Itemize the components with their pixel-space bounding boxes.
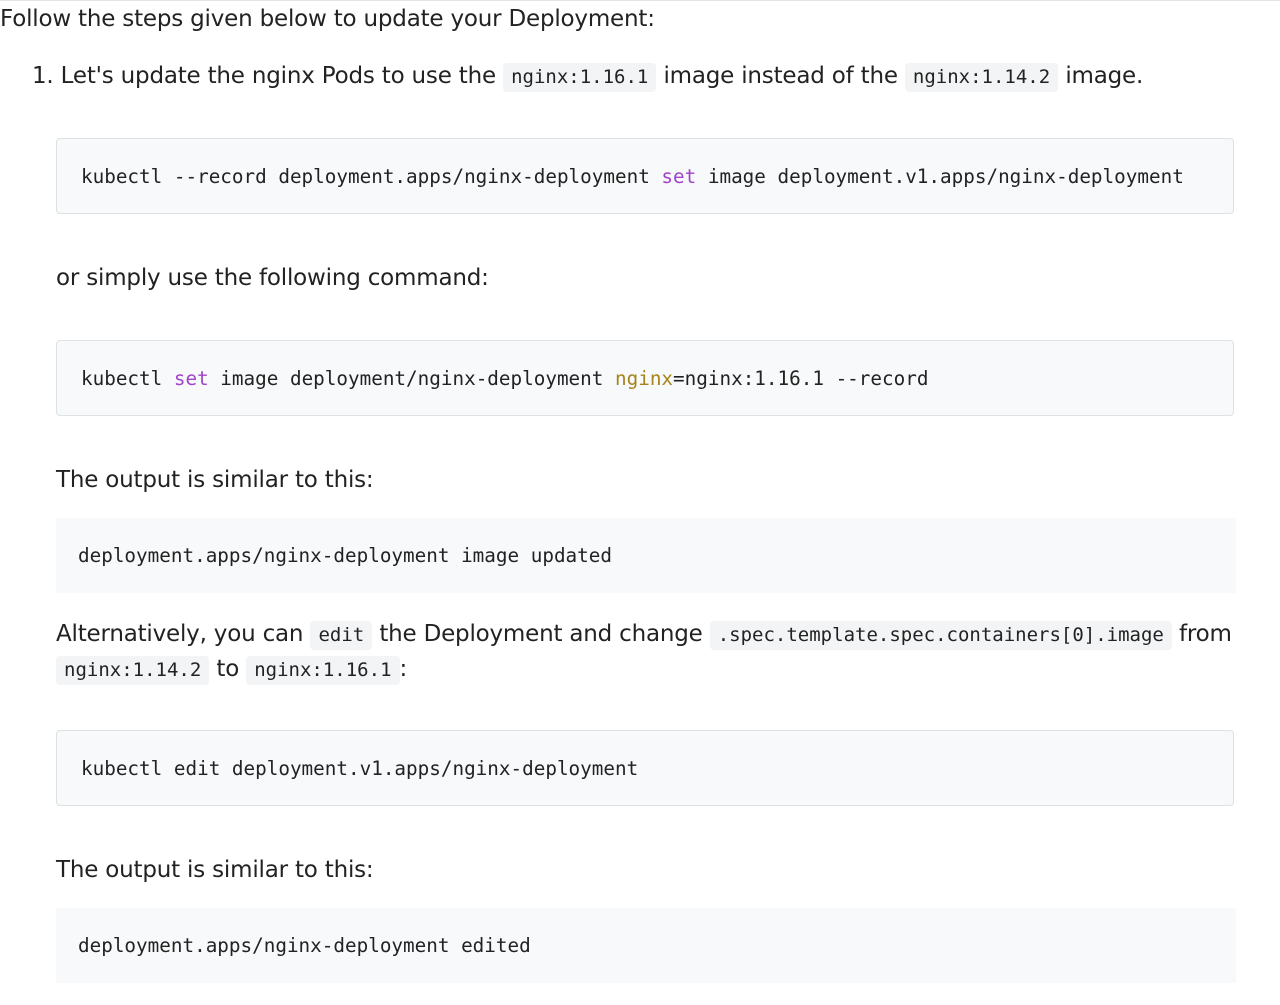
or-simply-text: or simply use the following command: [56, 265, 489, 291]
code-block-record-set-image: kubectl --record deployment.apps/nginx-d… [56, 138, 1234, 214]
step-number: 1. [32, 63, 54, 89]
code-text: kubectl [81, 366, 174, 390]
output-label-2: The output is similar to this: [56, 857, 374, 883]
code-block-set-image: kubectl set image deployment/nginx-deplo… [56, 340, 1234, 416]
alt-text-b: the Deployment and change [379, 621, 703, 647]
step-1-text-c: image. [1065, 63, 1144, 89]
output-line: deployment.apps/nginx-deployment edited [78, 908, 531, 983]
code-text: image deployment.v1.apps/nginx-deploymen… [696, 164, 1184, 188]
code-line: kubectl edit deployment.v1.apps/nginx-de… [81, 731, 638, 805]
code-keyword-set: set [661, 164, 697, 188]
code-text: kubectl edit deployment.v1.apps/nginx-de… [81, 756, 639, 780]
output-block-edited: deployment.apps/nginx-deployment edited [56, 908, 1236, 983]
inline-code-nginx-1-16-1: nginx:1.16.1 [503, 63, 657, 92]
code-text: image deployment/nginx-deployment [208, 366, 615, 390]
code-text: kubectl --record deployment.apps/nginx-d… [81, 164, 662, 188]
step-1-item: 1. Let's update the nginx Pods to use th… [32, 62, 1144, 92]
alt-text-a: Alternatively, you can [56, 621, 304, 647]
inline-code-spec-path: .spec.template.spec.containers[0].image [709, 621, 1172, 650]
intro-label: Follow the steps given below to update y… [0, 6, 655, 32]
output-block-image-updated: deployment.apps/nginx-deployment image u… [56, 518, 1236, 593]
step-1-text-b: image instead of the [663, 63, 898, 89]
inline-code-edit: edit [310, 621, 373, 650]
code-block-kubectl-edit: kubectl edit deployment.v1.apps/nginx-de… [56, 730, 1234, 806]
code-keyword-set: set [173, 366, 209, 390]
code-text: =nginx:1.16.1 --record [673, 366, 929, 390]
inline-code-nginx-1-14-2: nginx:1.14.2 [904, 63, 1059, 92]
alt-text-c: from [1178, 621, 1232, 647]
inline-code-nginx-1-14-2: nginx:1.14.2 [56, 656, 210, 685]
output-label-1: The output is similar to this: [56, 467, 374, 493]
step-1-text-a: Let's update the nginx Pods to use the [60, 63, 496, 89]
alt-text-e: : [399, 656, 408, 682]
output-text: deployment.apps/nginx-deployment edited [78, 934, 531, 957]
code-attr-nginx: nginx [615, 366, 674, 390]
alternative-text-line-1: Alternatively, you can edit the Deployme… [56, 620, 1232, 650]
output-line: deployment.apps/nginx-deployment image u… [78, 518, 612, 593]
inline-code-nginx-1-16-1: nginx:1.16.1 [246, 656, 400, 685]
code-line: kubectl --record deployment.apps/nginx-d… [81, 139, 1184, 213]
alternative-text-line-2: nginx:1.14.2 to nginx:1.16.1: [56, 655, 408, 685]
output-text: deployment.apps/nginx-deployment image u… [78, 544, 612, 567]
alt-text-d: to [216, 656, 240, 682]
code-line: kubectl set image deployment/nginx-deplo… [81, 341, 928, 415]
top-divider [0, 0, 1280, 1]
intro-text: Follow the steps given below to update y… [0, 5, 655, 33]
